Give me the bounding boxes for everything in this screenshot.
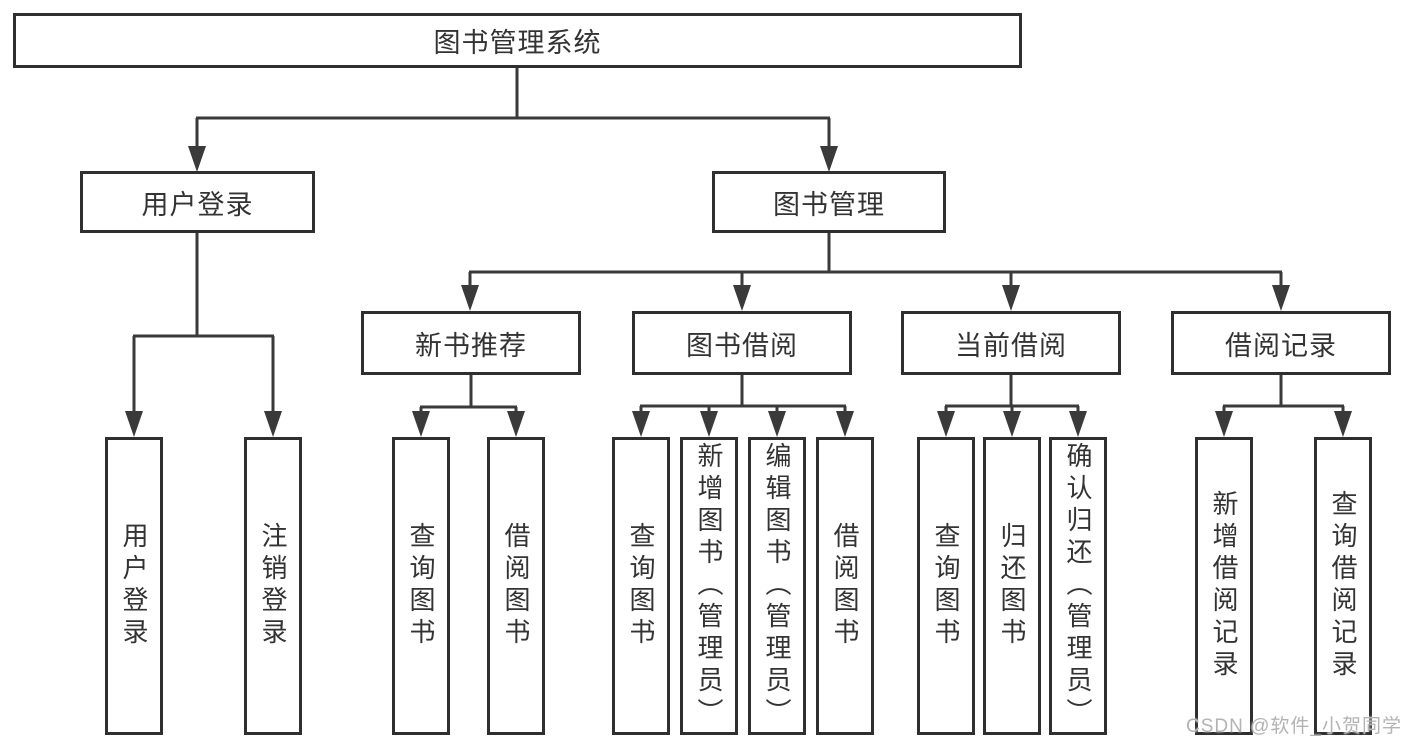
- leaf-user-login: 用户登录: [105, 437, 163, 735]
- leaf-add-borrow-record-label: 新增借阅记录: [1209, 490, 1239, 682]
- arrowhead-leaf-query-book-c: [937, 411, 955, 437]
- arrowhead-leaf-return-book: [1003, 411, 1021, 437]
- leaf-logout: 注销登录: [244, 437, 302, 735]
- leaf-query-borrow-record: 查询借阅记录: [1314, 437, 1372, 735]
- arrowhead-leaf-query-book-b: [632, 411, 650, 437]
- leaf-borrow-book-label: 借阅图书: [830, 522, 860, 650]
- arrowhead-new-book-recommend: [461, 285, 479, 311]
- arrowhead-leaf-borrow-book-a: [507, 411, 525, 437]
- leaf-edit-book-admin: 编辑图书（管理员）: [748, 437, 806, 735]
- node-new-book-recommend-label: 新书推荐: [415, 330, 527, 361]
- arrowhead-current-borrow: [1002, 285, 1020, 311]
- leaf-confirm-return-admin-label: 确认归还（管理员）: [1063, 442, 1093, 730]
- leaf-borrow-book-recommend: 借阅图书: [487, 437, 545, 735]
- leaf-logout-label: 注销登录: [258, 522, 288, 650]
- leaf-return-book-label: 归还图书: [997, 522, 1027, 650]
- leaf-query-book-borrow-label: 查询图书: [626, 522, 656, 650]
- node-book-management-label: 图书管理: [773, 189, 885, 220]
- leaf-add-book-admin-label: 新增图书（管理员）: [694, 442, 724, 730]
- leaf-query-book-borrow: 查询图书: [612, 437, 670, 735]
- arrowhead-leaf-add-book: [700, 411, 718, 437]
- leaf-query-book-recommend-label: 查询图书: [406, 522, 436, 650]
- leaf-query-book-current-label: 查询图书: [931, 522, 961, 650]
- arrowhead-leaf-edit-book: [768, 411, 786, 437]
- arrowhead-borrow-records: [1272, 285, 1290, 311]
- node-user-login: 用户登录: [80, 171, 315, 233]
- leaf-confirm-return-admin: 确认归还（管理员）: [1049, 437, 1107, 735]
- arrowhead-book-management: [820, 146, 838, 172]
- node-book-borrow-label: 图书借阅: [686, 330, 798, 361]
- node-borrow-records-label: 借阅记录: [1225, 330, 1337, 361]
- leaf-query-book-recommend: 查询图书: [392, 437, 450, 735]
- arrowhead-leaf-query-record: [1334, 411, 1352, 437]
- arrowhead-leaf-query-book-a: [412, 411, 430, 437]
- leaf-borrow-book-recommend-label: 借阅图书: [501, 522, 531, 650]
- leaf-edit-book-admin-label: 编辑图书（管理员）: [762, 442, 792, 730]
- csdn-watermark: CSDN @软件_小贺同学: [1186, 716, 1402, 737]
- node-current-borrow-label: 当前借阅: [955, 330, 1067, 361]
- leaf-user-login-label: 用户登录: [119, 522, 149, 650]
- arrowhead-leaf-logout: [264, 411, 282, 437]
- arrowhead-book-borrow: [733, 285, 751, 311]
- node-book-borrow: 图书借阅: [632, 311, 852, 375]
- leaf-add-borrow-record: 新增借阅记录: [1195, 437, 1253, 735]
- leaf-query-book-current: 查询图书: [917, 437, 975, 735]
- leaf-borrow-book: 借阅图书: [816, 437, 874, 735]
- node-root: 图书管理系统: [13, 13, 1022, 68]
- node-book-management: 图书管理: [712, 171, 946, 233]
- arrowhead-leaf-user-login: [125, 411, 143, 437]
- node-user-login-label: 用户登录: [141, 189, 254, 220]
- leaf-query-borrow-record-label: 查询借阅记录: [1328, 490, 1358, 682]
- arrowhead-leaf-borrow-book-b: [836, 411, 854, 437]
- node-borrow-records: 借阅记录: [1171, 311, 1391, 375]
- leaf-return-book: 归还图书: [983, 437, 1041, 735]
- node-root-label: 图书管理系统: [433, 28, 602, 58]
- arrowhead-user-login: [188, 146, 206, 172]
- node-new-book-recommend: 新书推荐: [361, 311, 581, 375]
- leaf-add-book-admin: 新增图书（管理员）: [680, 437, 738, 735]
- arrowhead-leaf-confirm-return: [1069, 411, 1087, 437]
- node-current-borrow: 当前借阅: [901, 311, 1121, 375]
- arrowhead-leaf-add-record: [1215, 411, 1233, 437]
